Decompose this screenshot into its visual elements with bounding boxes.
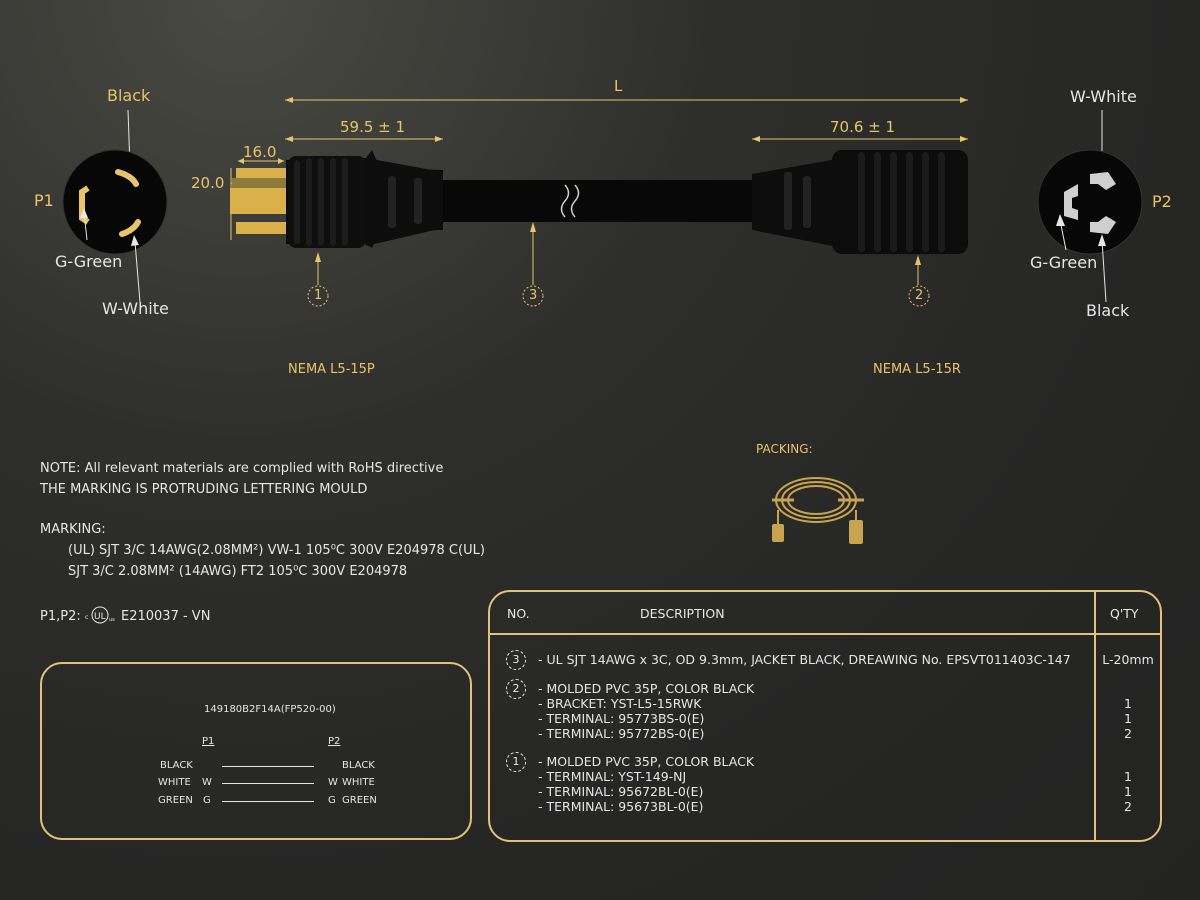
callout-1: 1 (314, 288, 323, 303)
wiring-code: 149180B2F14A(FP520-00) (204, 704, 336, 715)
bom-item3-no: 3 (506, 650, 526, 670)
p1-top-label: Black (107, 86, 151, 105)
wiring-p2-header: P2 (328, 736, 341, 747)
dim-overall-length: L (614, 77, 623, 95)
bom-item2-qty4: 2 (1124, 726, 1132, 741)
bom-item1-qty3: 1 (1124, 784, 1132, 799)
dim-right-length: 70.6 ± 1 (830, 118, 896, 136)
wire-right-pin-green: G (328, 795, 336, 806)
dim-blade-length: 16.0 (243, 143, 277, 161)
wire-left-pin-green: G (203, 795, 211, 806)
p2-bottom-label: Black (1086, 301, 1130, 320)
dim-left-length: 59.5 ± 1 (340, 118, 406, 136)
wire-left-name-green: GREEN (158, 795, 193, 806)
bom-item2-line2: - BRACKET: YST-L5-15RWK (538, 696, 702, 711)
wire-left-name-black: BLACK (160, 760, 193, 771)
bom-qty-divider (1094, 592, 1096, 840)
bom-item1-qty2: 1 (1124, 769, 1132, 784)
p1-name: P1 (34, 191, 54, 210)
p1-left-label: G-Green (55, 252, 123, 271)
note-rohs: NOTE: All relevant materials are complie… (40, 461, 444, 476)
bom-item1-line2: - TERMINAL: YST-149-NJ (538, 769, 687, 784)
wiring-p1-header: P1 (202, 736, 215, 747)
wiring-diagram-box: 149180B2F14A(FP520-00) P1 P2 BLACK BLACK… (40, 662, 472, 840)
cert-prefix: P1,P2: (40, 609, 81, 624)
p2-left-label: G-Green (1030, 253, 1098, 272)
packing-label: PACKING: (756, 442, 813, 456)
cable-assembly-drawing (230, 97, 968, 307)
bom-header-no: NO. (507, 606, 530, 621)
plug-type: NEMA L5-15P (288, 362, 375, 377)
bom-header-qty: Q'TY (1110, 606, 1139, 621)
bom-item3-qty: L-20mm (1102, 652, 1154, 667)
bom-item2-qty3: 1 (1124, 711, 1132, 726)
wire-right-name-green: GREEN (342, 795, 377, 806)
bom-item1-qty4: 2 (1124, 799, 1132, 814)
wire-right-name-white: WHITE (342, 777, 375, 788)
receptacle-type: NEMA L5-15R (873, 362, 961, 377)
note-marking-mould: THE MARKING IS PROTRUDING LETTERING MOUL… (40, 482, 368, 497)
svg-text:c: c (85, 614, 88, 621)
bom-item2-line4: - TERMINAL: 95772BS-0(E) (538, 726, 705, 741)
wire-line-green (222, 801, 314, 802)
p1-face-view (30, 80, 200, 320)
bom-header-desc: DESCRIPTION (640, 606, 725, 621)
wire-right-pin-white: W (328, 777, 338, 788)
bom-item1-line1: - MOLDED PVC 35P, COLOR BLACK (538, 754, 755, 769)
marking-title: MARKING: (40, 522, 106, 537)
wire-left-name-white: WHITE (158, 777, 191, 788)
bom-item1-no: 1 (506, 752, 526, 772)
marking-line-1: (UL) SJT 3/C 14AWG(2.08MM²) VW-1 105⁰C 3… (68, 543, 485, 558)
svg-text:us: us (109, 617, 115, 623)
svg-text:UL: UL (94, 612, 106, 622)
wire-right-name-black: BLACK (342, 760, 375, 771)
dim-blade-width: 20.0 (191, 174, 225, 192)
wire-left-pin-white: W (202, 777, 212, 788)
ul-cert-icon: UL c us (84, 604, 118, 626)
bom-item2-no: 2 (506, 679, 526, 699)
wire-line-white (222, 783, 314, 784)
marking-line-2: SJT 3/C 2.08MM² (14AWG) FT2 105⁰C 300V E… (68, 564, 408, 579)
bom-item2-line1: - MOLDED PVC 35P, COLOR BLACK (538, 681, 755, 696)
p2-face-view (1020, 80, 1190, 320)
bom-header-divider (490, 633, 1160, 635)
callout-2: 2 (915, 288, 924, 303)
callout-3: 3 (529, 288, 538, 303)
bom-item2-line3: - TERMINAL: 95773BS-0(E) (538, 711, 705, 726)
bom-table: NO. DESCRIPTION Q'TY 3 - UL SJT 14AWG x … (488, 590, 1162, 842)
bom-item2-qty2: 1 (1124, 696, 1132, 711)
bom-item1-line3: - TERMINAL: 95672BL-0(E) (538, 784, 704, 799)
bom-item1-line4: - TERMINAL: 95673BL-0(E) (538, 799, 704, 814)
p2-name: P2 (1152, 192, 1172, 211)
cert-value: E210037 - VN (121, 609, 211, 624)
p1-face-icon (62, 109, 168, 303)
wire-line-black (222, 766, 314, 767)
bom-item3-desc: - UL SJT 14AWG x 3C, OD 9.3mm, JACKET BL… (538, 652, 1071, 667)
coiled-cable-icon (772, 477, 864, 544)
p2-top-label: W-White (1070, 87, 1137, 106)
p2-face-icon (1037, 110, 1143, 303)
p1-bottom-label: W-White (102, 299, 169, 318)
